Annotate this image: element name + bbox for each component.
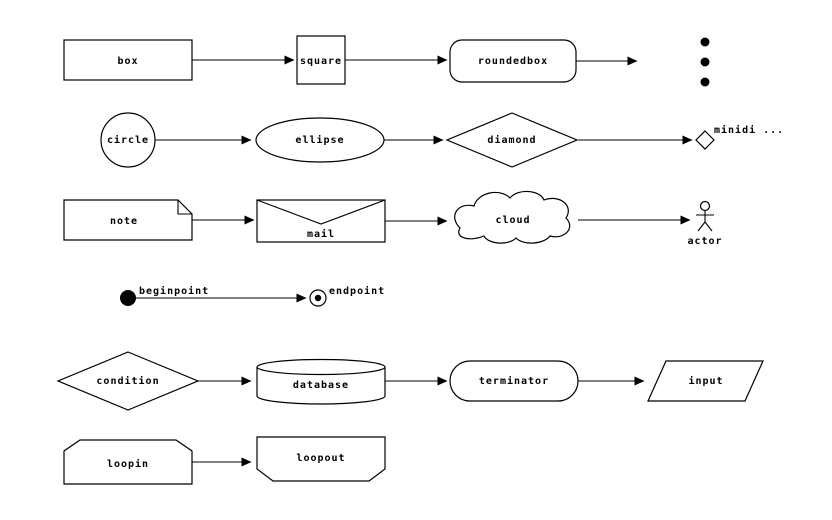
loopin-node: loopin bbox=[63, 439, 193, 485]
input-label: input bbox=[688, 375, 723, 387]
loopin-label: loopin bbox=[107, 458, 149, 470]
minidiamond-label: minidi ... bbox=[714, 124, 784, 136]
loopout-shape bbox=[256, 436, 386, 482]
actor-label: actor bbox=[687, 236, 722, 247]
loopout-node: loopout bbox=[256, 436, 386, 482]
beginpoint-node: beginpoint bbox=[120, 285, 209, 306]
input-node: input bbox=[647, 360, 764, 402]
endpoint-node: endpoint bbox=[309, 285, 385, 307]
circle-label: circle bbox=[107, 134, 149, 146]
cloud-node: cloud bbox=[454, 190, 571, 244]
cloud-shape bbox=[454, 190, 571, 244]
square-node: square bbox=[296, 35, 346, 85]
box-shape bbox=[63, 39, 193, 81]
endpoint-inner bbox=[314, 294, 322, 302]
actor-node: actor bbox=[687, 200, 722, 247]
diamond-node: diamond bbox=[445, 112, 579, 168]
endpoint-label: endpoint bbox=[329, 285, 385, 297]
database-top bbox=[256, 358, 386, 376]
box-node: box bbox=[63, 39, 193, 81]
box-label: box bbox=[117, 56, 138, 67]
terminator-label: terminator bbox=[479, 375, 549, 387]
input-shape bbox=[647, 360, 764, 402]
minidiamond-node: minidi ... bbox=[695, 124, 784, 150]
beginpoint-shape bbox=[120, 290, 136, 306]
mail-shape bbox=[256, 199, 386, 243]
circle-node: circle bbox=[100, 112, 156, 168]
terminator-node: terminator bbox=[449, 360, 579, 402]
diamond-shape bbox=[445, 112, 579, 168]
actor-leg-left bbox=[697, 221, 706, 232]
ellipse-label: ellipse bbox=[295, 134, 344, 146]
condition-node: condition bbox=[56, 351, 200, 411]
database-node: database bbox=[256, 358, 386, 405]
diamond-label: diamond bbox=[487, 134, 536, 146]
note-shape bbox=[63, 199, 193, 241]
note-label: note bbox=[110, 216, 138, 227]
loopin-shape bbox=[63, 439, 193, 485]
loopout-label: loopout bbox=[296, 453, 345, 464]
beginpoint-label: beginpoint bbox=[139, 285, 209, 297]
actor-head bbox=[699, 200, 711, 212]
roundedbox-label: roundedbox bbox=[478, 56, 548, 67]
database-body bbox=[256, 367, 386, 405]
mail-node: mail bbox=[256, 199, 386, 243]
cloud-label: cloud bbox=[495, 215, 530, 226]
note-fold bbox=[177, 200, 192, 215]
dots-node bbox=[700, 37, 710, 87]
note-node: note bbox=[63, 199, 193, 241]
square-label: square bbox=[300, 56, 342, 67]
ellipse-node: ellipse bbox=[255, 117, 385, 163]
database-label: database bbox=[293, 380, 349, 391]
mail-label: mail bbox=[307, 228, 335, 240]
minidiamond-shape bbox=[695, 130, 715, 150]
dot-icon bbox=[700, 77, 710, 87]
condition-shape bbox=[56, 351, 200, 411]
actor-leg-right bbox=[704, 221, 713, 232]
condition-label: condition bbox=[96, 375, 159, 387]
dot-icon bbox=[700, 57, 710, 67]
mail-flap bbox=[256, 199, 386, 225]
square-shape bbox=[296, 35, 346, 85]
dot-icon bbox=[700, 37, 710, 47]
roundedbox-node: roundedbox bbox=[449, 39, 577, 83]
